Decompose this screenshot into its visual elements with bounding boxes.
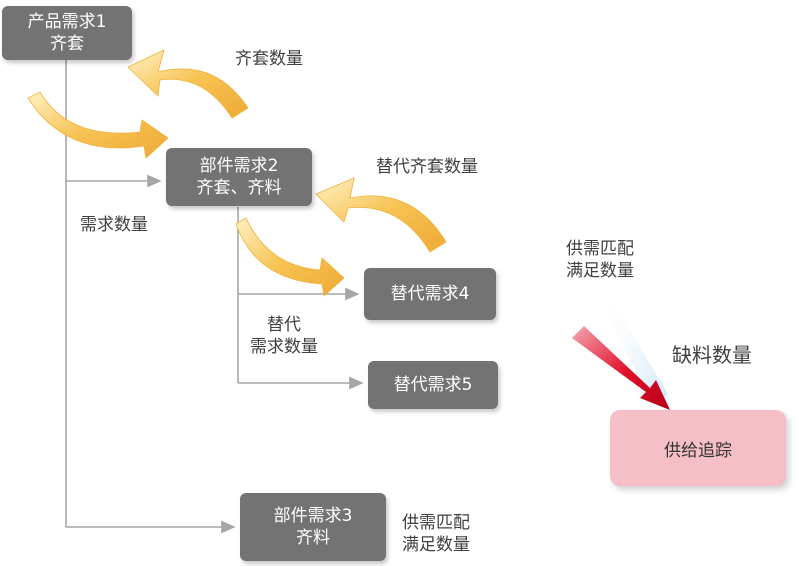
node-part-demand-2-sub: 齐套、齐料 [196, 178, 282, 198]
label-match-bottom-line2: 满足数量 [402, 535, 470, 555]
label-shortage-quantity: 缺料数量 [672, 343, 752, 367]
node-part-demand-2-title: 部件需求2 [199, 156, 279, 176]
shortage-arrow [572, 326, 670, 410]
label-match-right-line2: 满足数量 [566, 261, 634, 281]
supply-beam [598, 300, 668, 404]
node-part-demand-3-sub: 齐料 [296, 528, 330, 548]
node-product-demand-1-sub: 齐套 [50, 34, 84, 54]
label-kit-quantity: 齐套数量 [235, 49, 303, 69]
label-match-satisfied-bottom: 供需匹配 满足数量 [402, 512, 470, 556]
node-substitute-demand-5: 替代需求5 [368, 361, 498, 409]
kit-quantity-arrow [127, 49, 249, 119]
label-substitute-demand-line1: 替代 [267, 315, 301, 335]
label-match-bottom-line1: 供需匹配 [402, 513, 470, 533]
label-match-satisfied-right: 供需匹配 满足数量 [566, 238, 634, 282]
node-substitute-demand-4-title: 替代需求4 [390, 284, 470, 304]
substitute-demand-arrow [235, 217, 345, 297]
node-part-demand-2: 部件需求2 齐套、齐料 [166, 148, 312, 206]
node-supply-tracking-title: 供给追踪 [664, 440, 732, 461]
substitute-kit-arrow [315, 177, 447, 253]
node-product-demand-1: 产品需求1 齐套 [2, 6, 132, 60]
label-demand-quantity: 需求数量 [80, 215, 148, 235]
node-substitute-demand-4: 替代需求4 [364, 268, 496, 320]
label-substitute-demand-line2: 需求数量 [250, 337, 318, 357]
node-product-demand-1-title: 产品需求1 [27, 12, 107, 32]
node-part-demand-3: 部件需求3 齐料 [240, 493, 386, 561]
node-substitute-demand-5-title: 替代需求5 [393, 375, 473, 395]
node-supply-tracking: 供给追踪 [610, 410, 786, 486]
label-substitute-demand-quantity: 替代 需求数量 [250, 314, 318, 358]
node-part-demand-3-title: 部件需求3 [273, 506, 353, 526]
label-match-right-line1: 供需匹配 [566, 239, 634, 259]
demand-flow-arrow [27, 91, 169, 159]
label-substitute-kit-quantity: 替代齐套数量 [376, 157, 478, 177]
